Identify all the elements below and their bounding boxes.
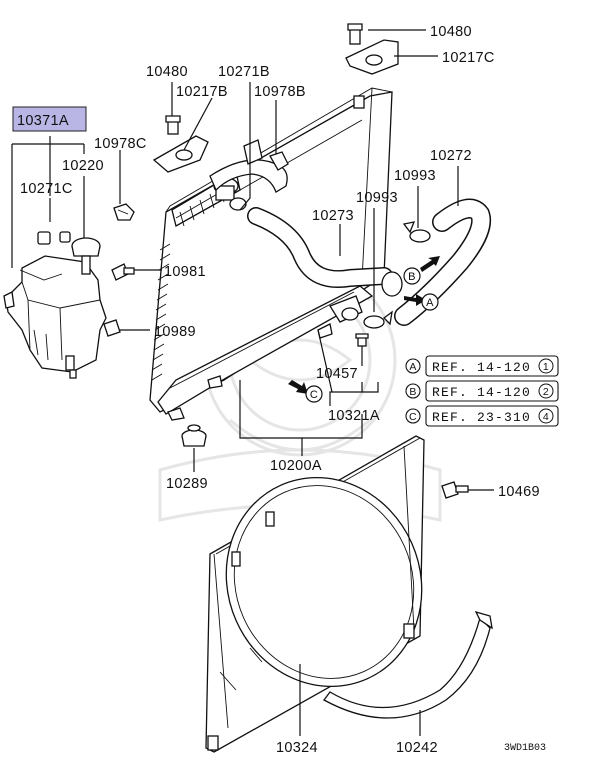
label-10324[interactable]: 10324 [276,740,318,756]
svg-text:C: C [409,411,417,423]
label-10480-top[interactable]: 10480 [430,24,472,40]
svg-text:REF. 14-120: REF. 14-120 [432,360,531,375]
bolt-10989 [103,319,121,337]
grommet-10289 [181,424,207,447]
reservoir-cap [71,237,101,275]
svg-text:A: A [409,361,416,373]
part-labels: 10371A 10271C 10220 10978C 10480 10217B … [17,24,540,756]
label-10978b[interactable]: 10978B [254,84,306,100]
label-10289[interactable]: 10289 [166,476,208,492]
svg-text:REF. 14-120: REF. 14-120 [432,385,531,400]
label-10480-left[interactable]: 10480 [146,64,188,80]
svg-text:B: B [409,386,416,398]
clamp-10993-lower [363,310,393,329]
clamp-10993-upper [402,221,431,243]
bolt-10981 [111,263,135,281]
label-10978c[interactable]: 10978C [94,136,147,152]
marker-b: B [403,267,421,285]
label-10993-upper[interactable]: 10993 [394,168,436,184]
hose-10273 [247,207,403,297]
svg-text:4: 4 [543,411,549,423]
label-10321a[interactable]: 10321A [328,408,380,424]
reference-a[interactable]: A REF. 14-120 1 [405,355,559,377]
label-10271b[interactable]: 10271B [218,64,270,80]
label-10200a[interactable]: 10200A [270,458,322,474]
label-10242[interactable]: 10242 [396,740,438,756]
svg-text:C: C [310,389,318,401]
reference-list: A REF. 14-120 1 B REF. 14-120 2 C REF. 2… [405,355,559,427]
label-10272[interactable]: 10272 [430,148,472,164]
label-10457[interactable]: 10457 [316,366,358,382]
bracket-10217c [345,23,399,75]
diagram-code: 3WD1B03 [504,743,546,754]
flow-arrows [288,256,440,394]
label-10981[interactable]: 10981 [164,264,206,280]
label-10371a[interactable]: 10371A [17,113,69,129]
bracket-10217b [152,115,209,173]
reservoir-tank [3,255,107,379]
label-10993-left[interactable]: 10993 [356,190,398,206]
leader-lines [11,29,494,736]
marker-a: A [421,293,439,311]
fan-shroud [205,435,425,753]
label-10989[interactable]: 10989 [154,324,196,340]
clip-10978c [113,203,135,221]
label-10220[interactable]: 10220 [62,158,104,174]
label-10271c[interactable]: 10271C [20,181,73,197]
label-10217b[interactable]: 10217B [176,84,228,100]
highlighted-part-box [12,106,87,132]
shroud-strip [323,610,493,719]
bolt-10469 [441,481,469,499]
svg-text:A: A [426,297,434,309]
label-10469[interactable]: 10469 [498,484,540,500]
label-10273[interactable]: 10273 [312,208,354,224]
svg-text:REF. 23-310: REF. 23-310 [432,410,531,425]
radiator-core [149,87,393,421]
marker-c: C [305,385,323,403]
svg-text:1: 1 [543,361,549,373]
reference-c[interactable]: C REF. 23-310 4 [405,405,559,427]
reference-b[interactable]: B REF. 14-120 2 [405,380,559,402]
drain-plug [355,333,369,347]
label-10217c[interactable]: 10217C [442,50,495,66]
clip-10978b [269,151,289,171]
svg-text:2: 2 [543,386,549,398]
circle-markers: B A C [305,267,439,403]
svg-text:B: B [408,271,416,283]
